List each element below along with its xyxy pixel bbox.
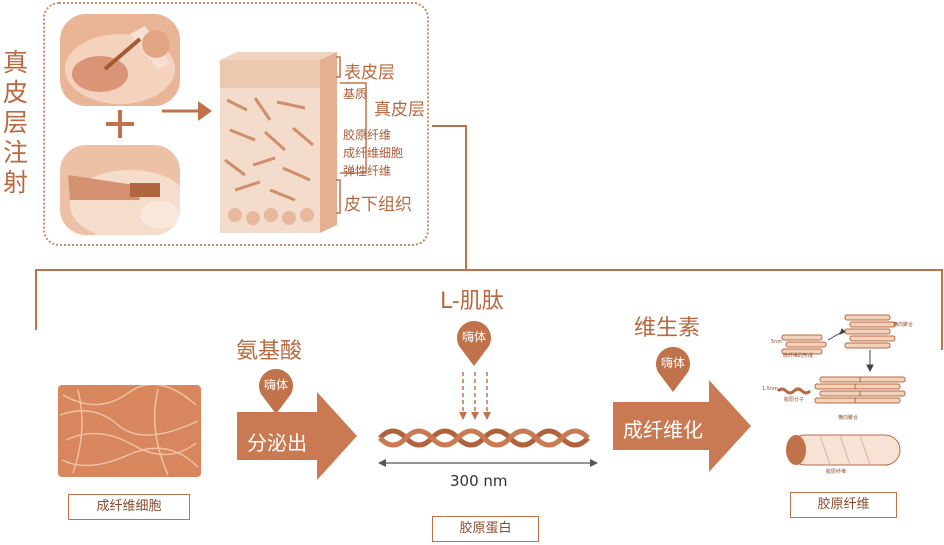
scale-bar bbox=[378, 459, 598, 467]
label-subcutaneous: 皮下组织 bbox=[344, 195, 412, 215]
mini-label-microfibril: 微纤维的形成 bbox=[783, 353, 814, 359]
label-epidermis: 表皮层 bbox=[344, 63, 395, 83]
mini-label-collagen-fiber: 胶原纤维 bbox=[826, 469, 847, 475]
skin-brackets bbox=[336, 56, 367, 214]
enzyme-pin-icon bbox=[259, 369, 293, 414]
label-collagen-fiber: 胶原纤维 bbox=[343, 128, 392, 142]
scale-label: 300 nm bbox=[450, 472, 508, 490]
enzyme-label-3: 嗨体 bbox=[660, 356, 685, 370]
enzyme-pin-icon bbox=[656, 347, 690, 392]
fiber-formation-diagram bbox=[776, 314, 906, 466]
skin-cross-section bbox=[220, 52, 337, 233]
collagen-protein-caption: 胶原蛋白 bbox=[432, 516, 539, 542]
dashed-arrows bbox=[459, 372, 491, 420]
label-elastic-fiber: 弹性纤维 bbox=[343, 164, 392, 178]
label-dermis: 真皮层 bbox=[374, 100, 425, 120]
enzyme-label-2: 嗨体 bbox=[461, 330, 486, 344]
mini-label-1-5nm: 1.5nm bbox=[762, 386, 778, 392]
injection-photo-top bbox=[60, 14, 180, 106]
arrow-right-icon bbox=[162, 101, 212, 121]
secrete-arrow bbox=[237, 392, 357, 480]
injection-photo-bottom bbox=[60, 145, 180, 235]
collagen-helix bbox=[378, 428, 590, 448]
side-title: 真皮层注射 bbox=[3, 48, 29, 197]
mini-label-lateral-1: 横向聚合 bbox=[893, 322, 914, 328]
injection-panel bbox=[43, 2, 429, 246]
mini-label-lateral-2: 横向聚合 bbox=[838, 415, 859, 421]
amino-acid-heading: 氨基酸 bbox=[236, 339, 303, 364]
carnosine-heading: L-肌肽 bbox=[440, 289, 504, 314]
vitamin-heading: 维生素 bbox=[634, 316, 701, 341]
label-matrix: 基质 bbox=[343, 87, 368, 101]
fibrosis-arrow bbox=[613, 380, 751, 472]
enzyme-label-1: 嗨体 bbox=[263, 378, 288, 392]
mini-label-5nm: 5nm bbox=[771, 339, 783, 345]
collagen-fiber-caption: 胶原纤维 bbox=[790, 492, 897, 518]
fibrosis-label: 成纤维化 bbox=[623, 418, 703, 442]
enzyme-pin-icon bbox=[457, 321, 491, 366]
mini-label-collagen-molecule: 胶原分子 bbox=[784, 397, 805, 403]
fibroblast-image bbox=[58, 385, 201, 477]
secrete-label: 分泌出 bbox=[247, 431, 307, 455]
fibroblast-caption: 成纤维细胞 bbox=[68, 494, 190, 520]
label-fibroblast: 成纤维细胞 bbox=[343, 146, 404, 160]
plus-icon bbox=[106, 110, 134, 138]
